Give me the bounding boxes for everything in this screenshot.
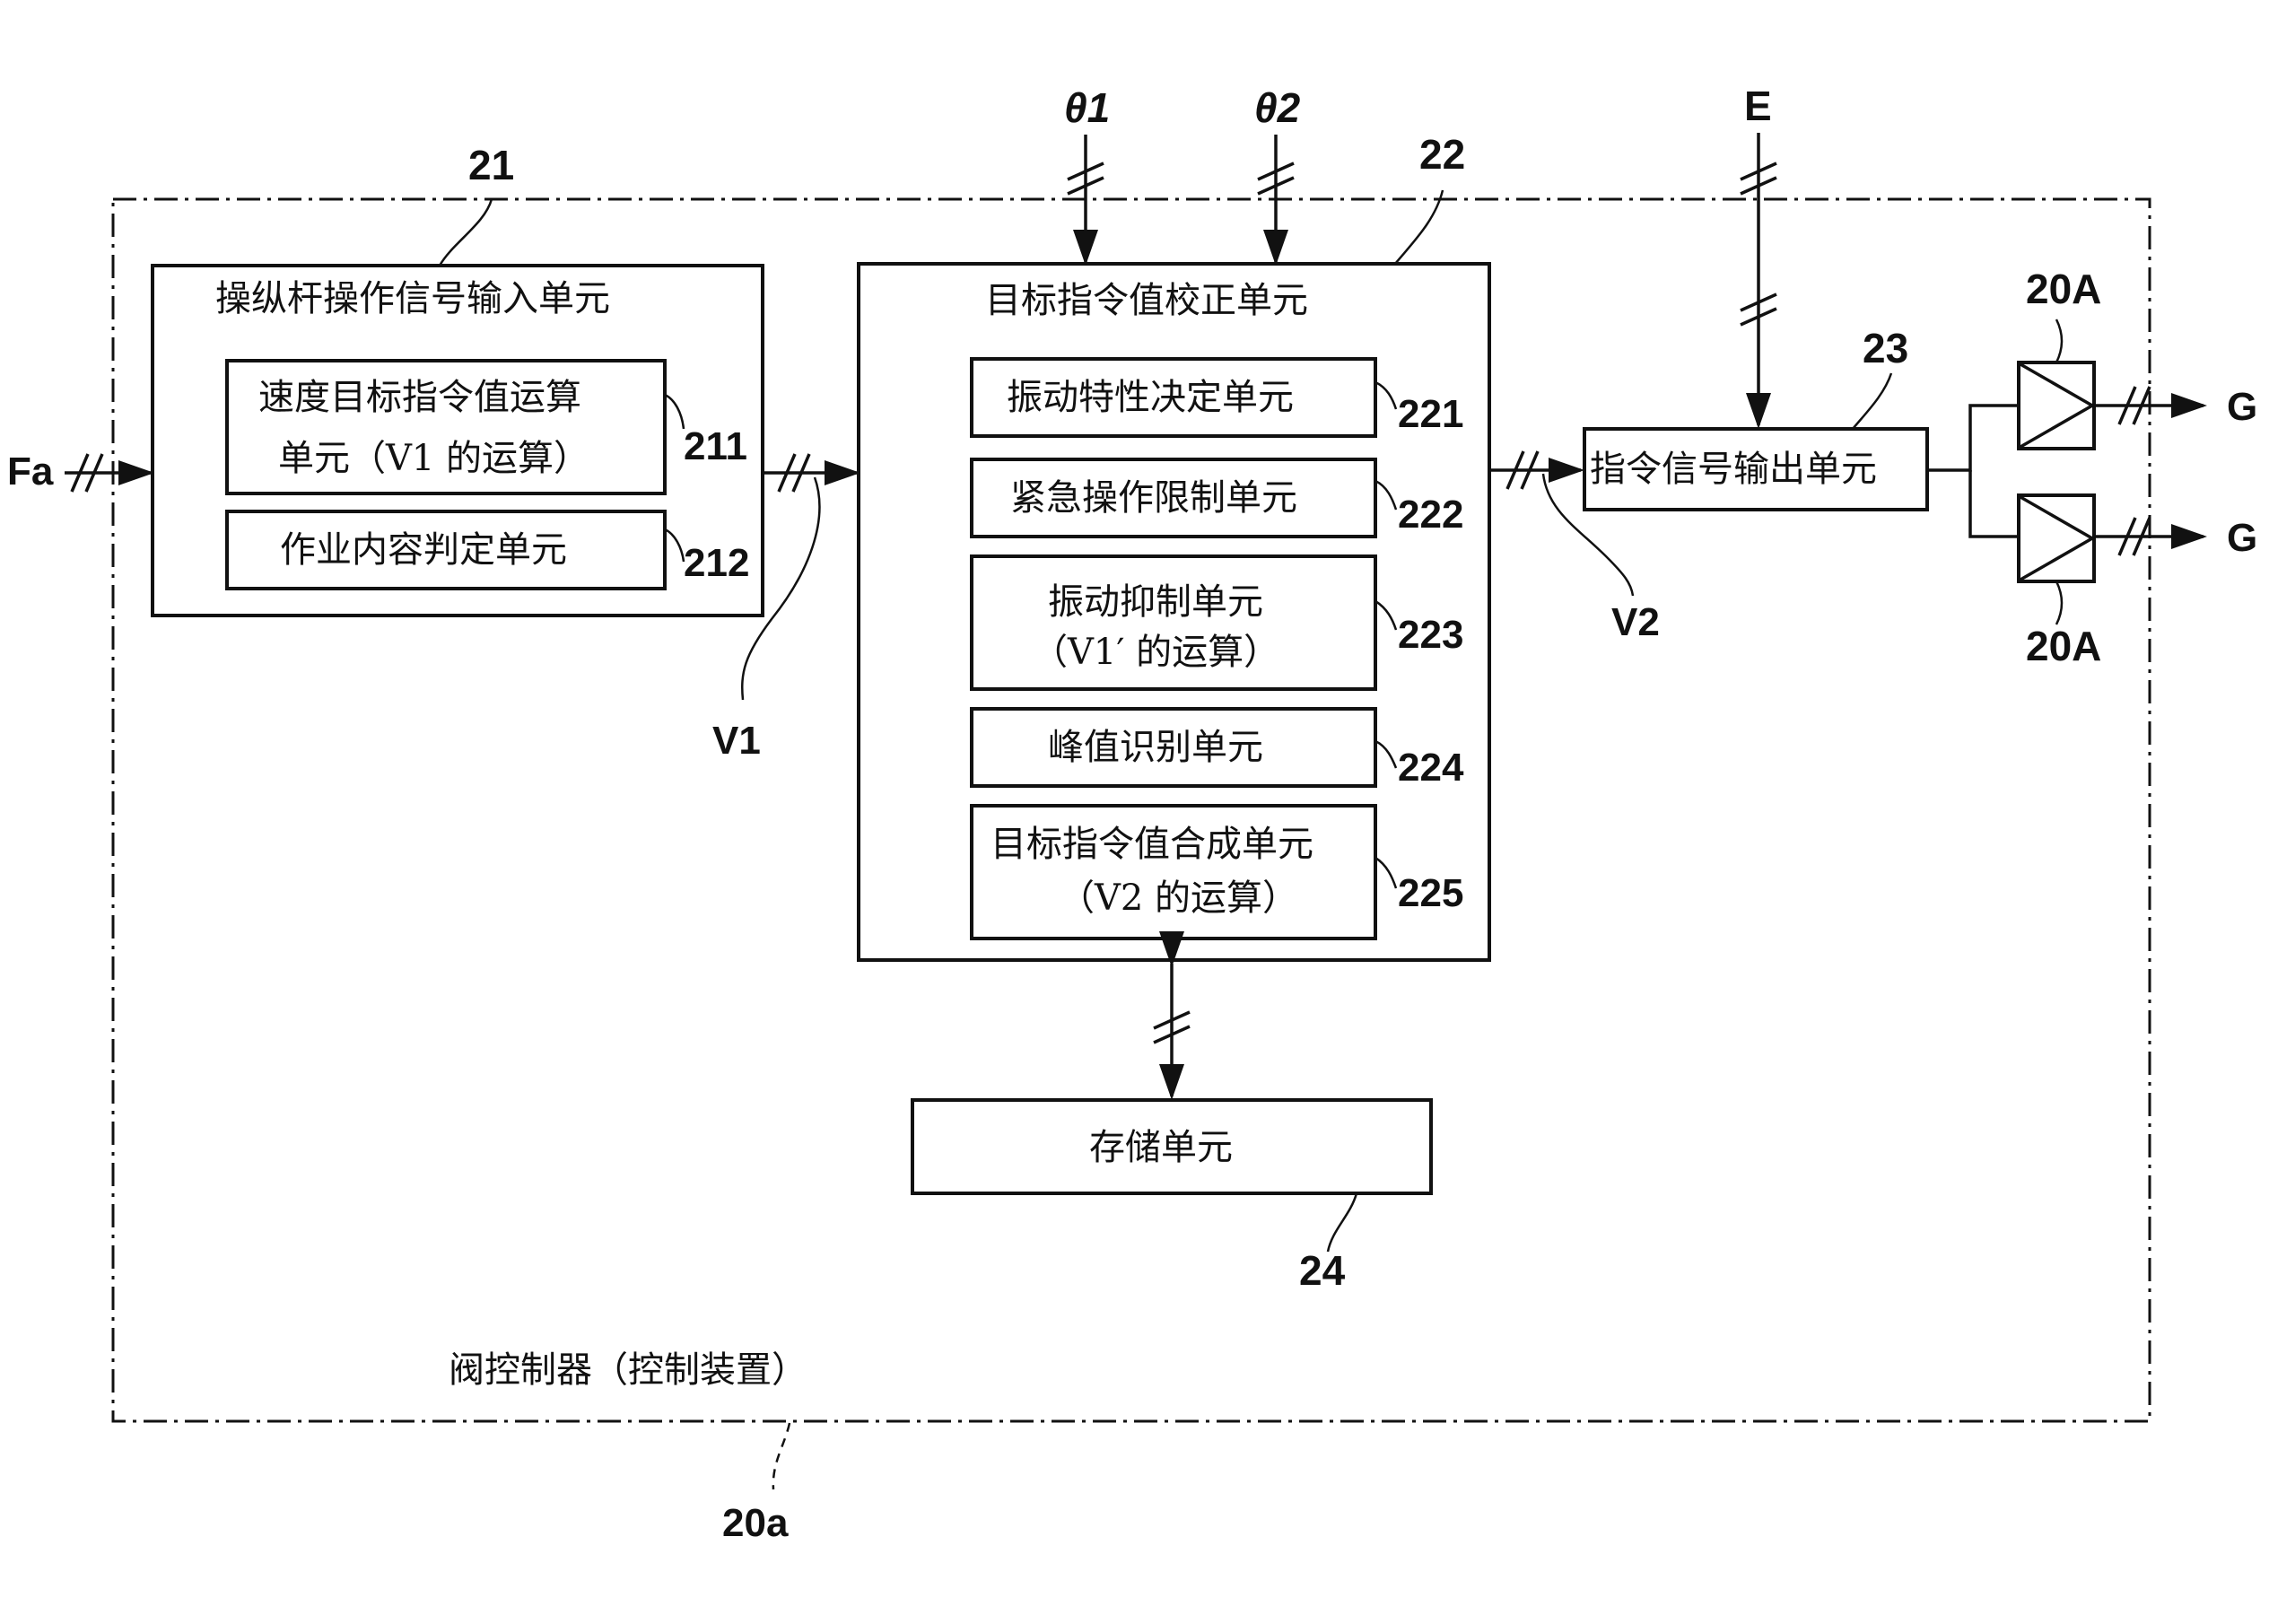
work-judge-unit-label: 作业内容判定单元 xyxy=(280,529,567,571)
input-unit-ref-leader xyxy=(438,198,493,266)
correction-unit-ref-leader xyxy=(1394,189,1444,265)
target-synthesis-unit-leader xyxy=(1374,856,1398,889)
v1-leader xyxy=(741,476,821,701)
theta1-bus-mark-1 xyxy=(1067,162,1104,181)
g-top-signal-label: G xyxy=(2227,385,2257,429)
controller-ref-leader xyxy=(772,1422,791,1490)
e-bus-mark-bottom-2 xyxy=(1740,307,1777,327)
v1-signal-label: V1 xyxy=(712,719,761,763)
work-judge-unit-leader xyxy=(664,528,685,563)
vibration-suppress-unit-line2: （V1′ 的运算） xyxy=(1032,632,1279,673)
vibration-char-unit-box xyxy=(970,357,1377,438)
peak-identify-unit-ref: 224 xyxy=(1398,746,1464,790)
g-bottom-bus-mark-1 xyxy=(2117,517,2137,556)
v1-bus-mark-1 xyxy=(777,453,797,493)
v2-leader xyxy=(1541,473,1635,597)
theta1-signal-label: θ1 xyxy=(1064,84,1110,131)
amplifier-top-box xyxy=(2017,361,2096,450)
storage-unit-ref-leader xyxy=(1326,1192,1358,1253)
controller-label: 阀控制器（控制装置） xyxy=(449,1349,807,1391)
e-bus-mark-top-2 xyxy=(1740,176,1777,196)
output-branch-line xyxy=(1927,404,2019,472)
speed-target-unit-line2: 单元（V1 的运算） xyxy=(278,438,589,479)
amplifier-bottom-ref: 20A xyxy=(2026,623,2101,669)
target-synthesis-unit-box xyxy=(970,804,1377,940)
speed-target-unit-line1: 速度目标指令值运算 xyxy=(258,377,581,418)
amplifier-top-ref: 20A xyxy=(2026,266,2101,312)
theta2-bus-mark-2 xyxy=(1257,176,1295,196)
fa-bus-mark-1 xyxy=(70,453,90,493)
emergency-limit-unit-label: 紧急操作限制单元 xyxy=(1010,477,1297,519)
controller-ref: 20a xyxy=(722,1501,789,1545)
theta2-signal-label: θ2 xyxy=(1254,84,1301,131)
fa-signal-label: Fa xyxy=(7,450,54,493)
input-unit-title: 操纵杆操作信号输入单元 xyxy=(215,278,610,319)
speed-target-unit-leader xyxy=(664,393,685,430)
g-top-bus-mark-2 xyxy=(2132,386,2151,425)
output-unit-label: 指令信号输出单元 xyxy=(1590,449,1877,490)
peak-identify-unit-leader xyxy=(1374,739,1398,769)
peak-identify-unit-label: 峰值识别单元 xyxy=(1048,727,1263,768)
amplifier-bottom-symbol xyxy=(2020,495,2096,581)
v2-signal-label: V2 xyxy=(1611,600,1660,644)
work-judge-unit-box xyxy=(225,510,667,590)
input-unit-ref: 21 xyxy=(468,142,514,188)
amplifier-top-symbol xyxy=(2020,362,2096,449)
speed-target-unit-box xyxy=(225,359,667,495)
storage-bus-mark-2 xyxy=(1153,1025,1191,1044)
peak-identify-unit-box xyxy=(970,707,1377,788)
correction-unit-ref: 22 xyxy=(1419,131,1465,178)
vibration-suppress-unit-line1: 振动抑制单元 xyxy=(1048,581,1263,623)
storage-unit-box xyxy=(911,1098,1433,1195)
e-signal-label: E xyxy=(1744,83,1772,129)
correction-unit-title: 目标指令值校正单元 xyxy=(985,280,1308,321)
output-branch-line-lower xyxy=(1968,470,2019,538)
theta2-bus-mark-1 xyxy=(1257,162,1295,181)
vibration-suppress-unit-box xyxy=(970,554,1377,691)
emergency-limit-unit-leader xyxy=(1374,479,1398,511)
theta1-bus-mark-2 xyxy=(1067,176,1104,196)
output-unit-ref: 23 xyxy=(1863,325,1908,371)
v1-bus-mark-2 xyxy=(791,453,811,493)
g-bottom-bus-mark-2 xyxy=(2132,517,2151,556)
e-bus-mark-top-1 xyxy=(1740,162,1777,181)
vibration-char-unit-ref: 221 xyxy=(1398,392,1463,436)
e-bus-mark-bottom-1 xyxy=(1740,292,1777,312)
v2-bus-mark-1 xyxy=(1505,450,1525,490)
amplifier-top-ref-leader xyxy=(2055,319,2064,363)
emergency-limit-unit-box xyxy=(970,458,1377,538)
vibration-suppress-unit-leader xyxy=(1374,599,1398,631)
target-synthesis-unit-line2: （V2 的运算） xyxy=(1059,877,1298,919)
output-unit-ref-leader xyxy=(1852,372,1893,430)
storage-bus-mark-1 xyxy=(1153,1010,1191,1030)
emergency-limit-unit-ref: 222 xyxy=(1398,493,1463,537)
g-top-bus-mark-1 xyxy=(2117,386,2137,425)
speed-target-unit-ref: 211 xyxy=(684,424,747,468)
vibration-char-unit-leader xyxy=(1374,380,1398,410)
target-synthesis-unit-ref: 225 xyxy=(1398,871,1463,915)
vibration-char-unit-label: 振动特性决定单元 xyxy=(1007,377,1294,418)
vibration-suppress-unit-ref: 223 xyxy=(1398,613,1463,657)
amplifier-bottom-box xyxy=(2017,493,2096,583)
storage-unit-label: 存储单元 xyxy=(1089,1127,1233,1168)
amplifier-bottom-ref-leader xyxy=(2055,581,2064,625)
storage-unit-ref: 24 xyxy=(1299,1247,1346,1294)
work-judge-unit-ref: 212 xyxy=(684,541,749,585)
target-synthesis-unit-line1: 目标指令值合成单元 xyxy=(991,824,1313,865)
v2-bus-mark-2 xyxy=(1520,450,1540,490)
fa-bus-mark-2 xyxy=(84,453,104,493)
output-unit-box xyxy=(1583,427,1929,511)
controller-boundary xyxy=(111,197,2151,1423)
g-bottom-signal-label: G xyxy=(2227,516,2257,560)
